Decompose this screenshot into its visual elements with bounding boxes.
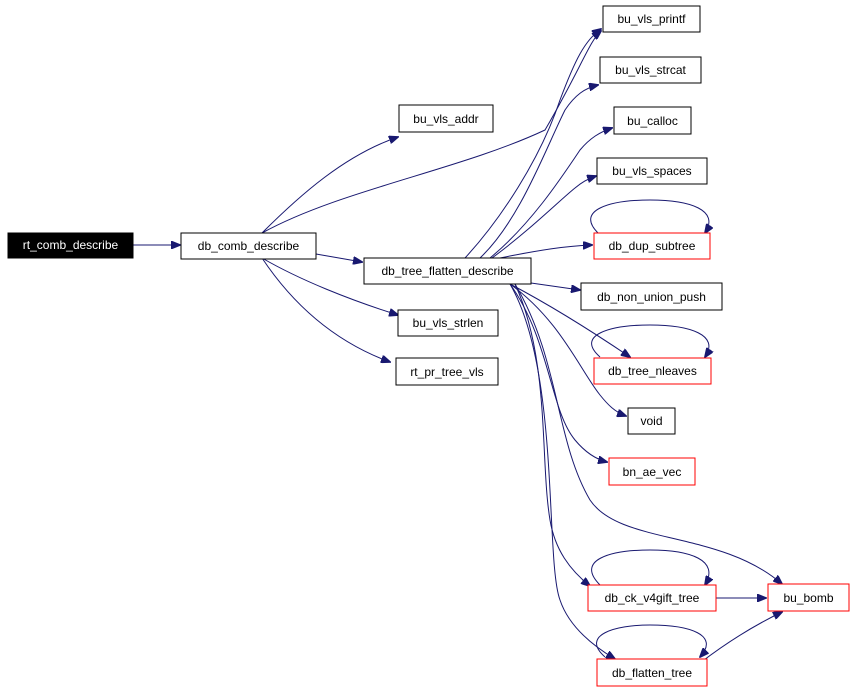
edge-db_tree_flatten_describe-bu_bomb (514, 283, 782, 584)
node-label: rt_comb_describe (23, 238, 119, 252)
edge-db_tree_flatten_describe-db_dup_subtree (499, 245, 592, 259)
edge-db_tree_flatten_describe-void (509, 283, 626, 416)
node-label: rt_pr_tree_vls (410, 365, 483, 379)
node-label: db_flatten_tree (612, 666, 692, 680)
edge-db_dup_subtree-self (590, 199, 709, 233)
node-label: db_tree_nleaves (608, 364, 697, 378)
node-bu_vls_strlen[interactable]: bu_vls_strlen (397, 309, 499, 337)
node-bn_ae_vec[interactable]: bn_ae_vec (608, 457, 696, 486)
node-db_ck_v4gift_tree[interactable]: db_ck_v4gift_tree (587, 584, 717, 612)
node-db_dup_subtree[interactable]: db_dup_subtree (593, 232, 711, 260)
edge-db_flatten_tree-self (596, 624, 707, 657)
node-rt_pr_tree_vls[interactable]: rt_pr_tree_vls (395, 357, 499, 386)
node-rt_comb_describe[interactable]: rt_comb_describe (7, 232, 134, 259)
node-label: bu_vls_spaces (612, 164, 691, 178)
edge-db_tree_flatten_describe-bn_ae_vec (509, 283, 607, 462)
edge-db_tree_flatten_describe-db_ck_v4gift_tree (514, 283, 590, 586)
edge-db_tree_flatten_describe-db_non_union_push (530, 282, 580, 290)
node-label: db_dup_subtree (609, 239, 696, 253)
node-label: bu_bomb (783, 591, 833, 605)
node-label: db_tree_flatten_describe (381, 264, 513, 278)
node-bu_vls_strcat[interactable]: bu_vls_strcat (599, 56, 702, 84)
node-label: bu_vls_printf (617, 12, 686, 26)
edge-db_tree_flatten_describe-bu_vls_spaces (491, 176, 596, 259)
edge-layer (133, 29, 782, 664)
node-db_comb_describe[interactable]: db_comb_describe (180, 232, 317, 260)
node-bu_calloc[interactable]: bu_calloc (613, 106, 692, 135)
node-label: bn_ae_vec (623, 465, 682, 479)
node-db_non_union_push[interactable]: db_non_union_push (580, 282, 723, 311)
edge-db_tree_flatten_describe-db_tree_nleaves (509, 283, 630, 357)
node-bu_vls_printf[interactable]: bu_vls_printf (602, 5, 701, 33)
node-label: bu_vls_addr (413, 112, 478, 126)
node-bu_vls_addr[interactable]: bu_vls_addr (398, 104, 494, 133)
edge-db_comb_describe-bu_vls_addr (261, 137, 398, 234)
edge-db_comb_describe-bu_vls_printf (261, 31, 601, 234)
node-db_tree_flatten_describe[interactable]: db_tree_flatten_describe (363, 257, 532, 285)
edge-db_tree_nleaves-self (591, 324, 709, 357)
node-label: void (640, 414, 662, 428)
edge-db_tree_flatten_describe-bu_calloc (489, 128, 612, 259)
node-db_tree_nleaves[interactable]: db_tree_nleaves (593, 357, 712, 385)
edge-db_flatten_tree-bu_bomb (699, 612, 782, 664)
node-db_flatten_tree[interactable]: db_flatten_tree (596, 658, 708, 687)
node-label: bu_calloc (627, 114, 678, 128)
node-label: db_comb_describe (198, 239, 300, 253)
edge-db_tree_flatten_describe-db_flatten_tree (509, 283, 615, 659)
node-label: db_non_union_push (597, 290, 706, 304)
node-bu_bomb[interactable]: bu_bomb (767, 583, 850, 612)
node-void[interactable]: void (627, 407, 676, 435)
node-label: bu_vls_strcat (615, 63, 686, 77)
node-label: db_ck_v4gift_tree (605, 591, 700, 605)
edge-db_tree_flatten_describe-bu_vls_strcat (479, 85, 598, 259)
node-bu_vls_spaces[interactable]: bu_vls_spaces (596, 157, 708, 185)
edge-db_comb_describe-rt_pr_tree_vls (261, 257, 390, 362)
edge-db_comb_describe-bu_vls_strlen (261, 257, 398, 315)
node-label: bu_vls_strlen (413, 316, 484, 330)
edge-db_tree_flatten_describe-bu_vls_printf (464, 29, 601, 259)
node-layer: rt_comb_describe db_comb_describe bu_vls… (7, 5, 850, 687)
edge-db_comb_describe-db_tree_flatten_describe (315, 253, 362, 262)
edge-db_ck_v4gift_tree-self (591, 549, 709, 585)
